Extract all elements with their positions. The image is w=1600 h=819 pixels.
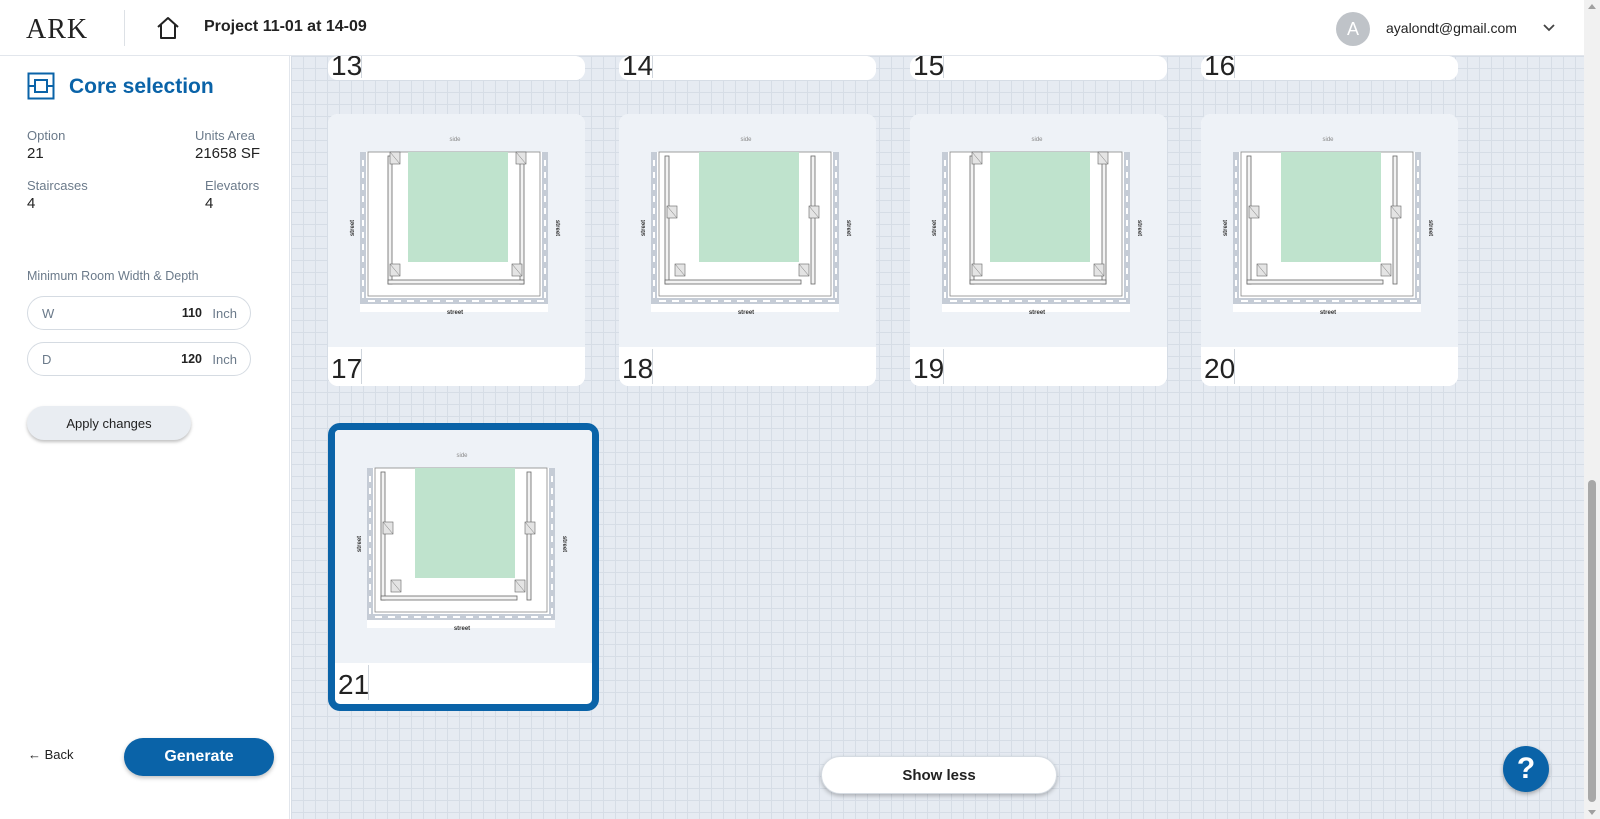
scroll-down-arrow[interactable] — [1588, 810, 1596, 815]
svg-text:street: street — [350, 220, 356, 236]
svg-text:street: street — [641, 220, 647, 236]
floor-plan-drawing: side street street street — [932, 137, 1142, 316]
svg-text:side: side — [449, 137, 461, 143]
svg-text:street: street — [1029, 310, 1045, 316]
option-value: 21 — [27, 145, 44, 162]
avatar[interactable]: A — [1336, 12, 1370, 46]
width-field[interactable]: W 110 Inch — [27, 296, 251, 330]
option-card-21[interactable]: side street street street 21 — [335, 430, 592, 702]
core-selection-icon — [27, 72, 55, 100]
floor-plan: side street street street — [1201, 114, 1458, 347]
svg-text:street: street — [447, 310, 463, 316]
apply-changes-button[interactable]: Apply changes — [27, 406, 191, 440]
selected-option-card[interactable]: side street street street 21 — [328, 423, 599, 711]
svg-text:side: side — [1322, 137, 1334, 143]
option-card-17[interactable]: side street street street 17 — [328, 114, 585, 386]
floor-plan: side street street street — [335, 430, 592, 663]
chevron-down-icon[interactable] — [1540, 18, 1558, 36]
width-field-label: W — [42, 306, 55, 321]
floor-plan-drawing: side street street street — [1223, 137, 1433, 316]
back-link[interactable]: ← Back — [28, 747, 74, 762]
option-card-18[interactable]: side street street street 18 — [619, 114, 876, 386]
home-icon[interactable] — [154, 14, 182, 42]
scrollbar[interactable] — [1584, 0, 1600, 819]
depth-field-unit: Inch — [212, 352, 237, 367]
min-room-label: Minimum Room Width & Depth — [27, 269, 199, 283]
depth-field[interactable]: D 120 Inch — [27, 342, 251, 376]
option-card-19[interactable]: side street street street 19 — [910, 114, 1167, 386]
option-card-13[interactable]: 13 — [328, 56, 585, 80]
option-number: 21 — [338, 669, 370, 700]
ark-logo[interactable]: ARK — [26, 14, 89, 45]
svg-text:street: street — [738, 310, 754, 316]
option-number: 15 — [913, 56, 945, 80]
svg-text:street: street — [1427, 220, 1433, 236]
show-less-button[interactable]: Show less — [821, 756, 1057, 794]
sidebar: Core selection Option 21 Units Area 2165… — [0, 56, 290, 819]
units-area-label: Units Area — [195, 128, 255, 143]
scroll-up-arrow[interactable] — [1588, 4, 1596, 9]
user-email[interactable]: ayalondt@gmail.com — [1386, 20, 1517, 36]
svg-text:street: street — [1223, 220, 1229, 236]
generate-button[interactable]: Generate — [124, 738, 274, 776]
depth-field-value[interactable]: 120 — [181, 352, 202, 366]
svg-text:street: street — [357, 536, 363, 552]
staircases-value: 4 — [27, 195, 36, 212]
staircases-label: Staircases — [27, 178, 88, 193]
depth-field-label: D — [42, 352, 52, 367]
help-button[interactable]: ? — [1503, 746, 1549, 792]
page-title: Core selection — [69, 75, 214, 98]
svg-text:side: side — [1031, 137, 1043, 143]
svg-text:street: street — [845, 220, 851, 236]
option-card-15[interactable]: 15 — [910, 56, 1167, 80]
option-card-16[interactable]: 16 — [1201, 56, 1458, 80]
option-number: 19 — [913, 353, 945, 384]
svg-text:side: side — [456, 453, 468, 459]
floor-plan-drawing: side street street street — [357, 453, 567, 632]
scrollbar-thumb[interactable] — [1588, 480, 1596, 802]
option-card-20[interactable]: side street street street 20 — [1201, 114, 1458, 386]
option-number: 13 — [331, 56, 363, 80]
svg-text:street: street — [454, 626, 470, 632]
header-divider — [124, 10, 125, 46]
option-number: 17 — [331, 353, 363, 384]
svg-text:street: street — [1320, 310, 1336, 316]
floor-plan: side street street street — [328, 114, 585, 347]
floor-plan: side street street street — [619, 114, 876, 347]
floor-plan-drawing: side street street street — [350, 137, 560, 316]
options-canvas: 13 14 15 16 side street street street 17 si… — [291, 56, 1584, 819]
svg-text:street: street — [561, 536, 567, 552]
svg-text:side: side — [740, 137, 752, 143]
floor-plan-drawing: side street street street — [641, 137, 851, 316]
option-number: 18 — [622, 353, 654, 384]
units-area-value: 21658 SF — [195, 145, 261, 162]
option-card-14[interactable]: 14 — [619, 56, 876, 80]
svg-text:street: street — [932, 220, 938, 236]
option-label: Option — [27, 128, 66, 143]
width-field-value[interactable]: 110 — [181, 306, 202, 320]
elevators-value: 4 — [205, 195, 214, 212]
project-title: Project 11-01 at 14-09 — [204, 18, 367, 35]
floor-plan: side street street street — [910, 114, 1167, 347]
svg-text:street: street — [554, 220, 560, 236]
svg-text:street: street — [1136, 220, 1142, 236]
option-number: 20 — [1204, 353, 1236, 384]
option-number: 16 — [1204, 56, 1236, 80]
elevators-label: Elevators — [205, 178, 260, 193]
app-header: ARK Project 11-01 at 14-09 A ayalondt@gm… — [0, 0, 1584, 56]
option-number: 14 — [622, 56, 654, 80]
width-field-unit: Inch — [212, 306, 237, 321]
